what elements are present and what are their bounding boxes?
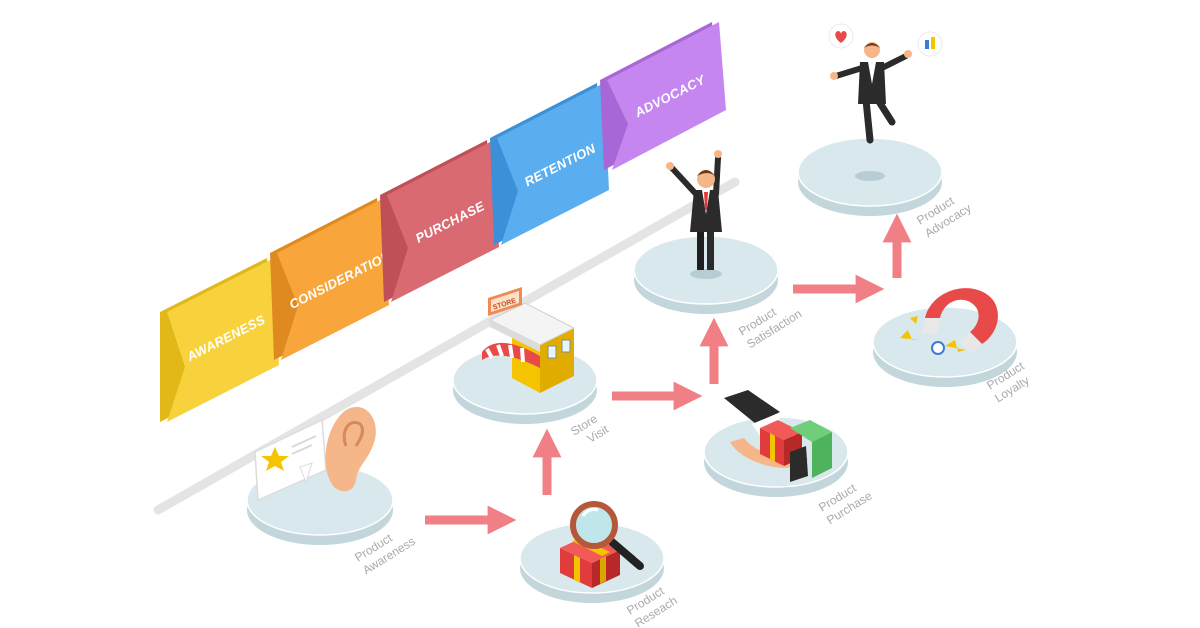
advocate-businessman-icon [828, 23, 943, 181]
timeline-line [153, 177, 740, 515]
stage-chevron [387, 140, 499, 302]
stage-chevron [497, 83, 609, 245]
magnet-icon [900, 288, 998, 355]
stage-chevron [607, 22, 726, 170]
stage-awareness: AWARENESS [160, 258, 279, 422]
happy-businessman-icon [666, 150, 722, 279]
stage-chevron [277, 198, 389, 360]
flow-arrows [425, 213, 912, 535]
purchase-hand-icon [724, 390, 832, 482]
stage-advocacy: ADVOCACY [600, 22, 726, 170]
heart-bubble-icon [828, 23, 854, 49]
stage-purchase: PURCHASE [380, 140, 499, 302]
review-card-icon [254, 418, 327, 502]
stage-chevron [167, 258, 279, 422]
platform-satisfaction [633, 235, 779, 314]
stage-retention: RETENTION [490, 83, 609, 245]
star-icon [261, 447, 289, 471]
stage-consideration: CONSIDERATION [270, 198, 394, 360]
step-label-store-visit: Store Visit [568, 411, 611, 446]
magnifier-icon [570, 501, 644, 570]
ear-icon [325, 406, 376, 492]
store-icon: STORE [482, 287, 576, 393]
chart-bubble-icon [917, 31, 943, 57]
